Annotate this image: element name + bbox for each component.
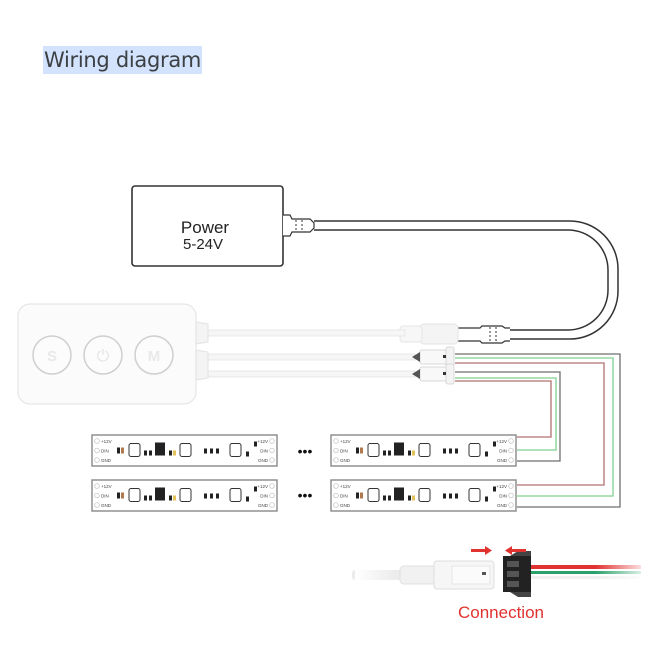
led-strips: +12V +12V DIN DIN GND GND +12V +12V DIN DIN GND GND… bbox=[91, 434, 517, 512]
strip-segment-2b: +12V +12V DIN DIN GND GND bbox=[330, 479, 517, 512]
pad-label: +12V bbox=[101, 439, 112, 444]
power-button[interactable]: ⏻ bbox=[83, 335, 123, 375]
ellipsis-top: ••• bbox=[298, 443, 313, 459]
power-voltage: 5-24V bbox=[183, 236, 223, 253]
pad-label: GND bbox=[101, 458, 112, 463]
connection-illustration: Connection bbox=[352, 546, 650, 622]
mode-icon: M bbox=[148, 348, 161, 365]
pad-label: +12V bbox=[340, 439, 351, 444]
strip-segment-2a: +12V +12V DIN DIN GND GND bbox=[91, 479, 278, 512]
pad-label: GND bbox=[497, 458, 508, 463]
wires-to-strip-1 bbox=[455, 371, 561, 462]
power-label: Power bbox=[181, 218, 230, 237]
arrow-left-icon bbox=[505, 546, 526, 555]
pad-label: DIN bbox=[340, 494, 348, 499]
pad-label: +12V bbox=[496, 484, 507, 489]
pad-label: DIN bbox=[101, 449, 109, 454]
pad-label: GND bbox=[258, 458, 269, 463]
pad-label: DIN bbox=[340, 449, 348, 454]
strip-segment-1b: +12V +12V DIN DIN GND GND bbox=[330, 434, 517, 467]
pad-label: +12V bbox=[496, 439, 507, 444]
pad-label: GND bbox=[101, 503, 112, 508]
power-icon: ⏻ bbox=[97, 348, 110, 365]
pad-label: GND bbox=[340, 503, 351, 508]
pad-label: DIN bbox=[260, 494, 268, 499]
pad-label: GND bbox=[340, 458, 351, 463]
speed-button[interactable]: S bbox=[32, 335, 72, 375]
pad-label: DIN bbox=[101, 494, 109, 499]
pad-label: DIN bbox=[499, 449, 507, 454]
ellipsis-bottom: ••• bbox=[298, 487, 313, 503]
strip-segment-1a: +12V +12V DIN DIN GND GND bbox=[91, 434, 278, 467]
pad-label: +12V bbox=[340, 484, 351, 489]
pad-label: +12V bbox=[257, 439, 268, 444]
page-title: Wiring diagram bbox=[43, 46, 203, 74]
pad-label: DIN bbox=[499, 494, 507, 499]
wires-to-strip-2 bbox=[455, 353, 621, 508]
pad-label: DIN bbox=[260, 449, 268, 454]
pad-label: +12V bbox=[101, 484, 112, 489]
arrow-right-icon bbox=[471, 546, 492, 555]
speed-icon: S bbox=[47, 348, 57, 365]
pad-label: GND bbox=[258, 503, 269, 508]
pad-label: GND bbox=[497, 503, 508, 508]
pad-label: +12V bbox=[257, 484, 268, 489]
power-supply: Power 5-24V bbox=[131, 185, 315, 267]
controller-connectors bbox=[412, 346, 455, 385]
controller: S ⏻ M bbox=[17, 303, 209, 405]
mode-button[interactable]: M bbox=[134, 335, 174, 375]
controller-cables bbox=[199, 329, 416, 378]
power-cable bbox=[314, 220, 619, 345]
connection-label: Connection bbox=[458, 603, 544, 622]
